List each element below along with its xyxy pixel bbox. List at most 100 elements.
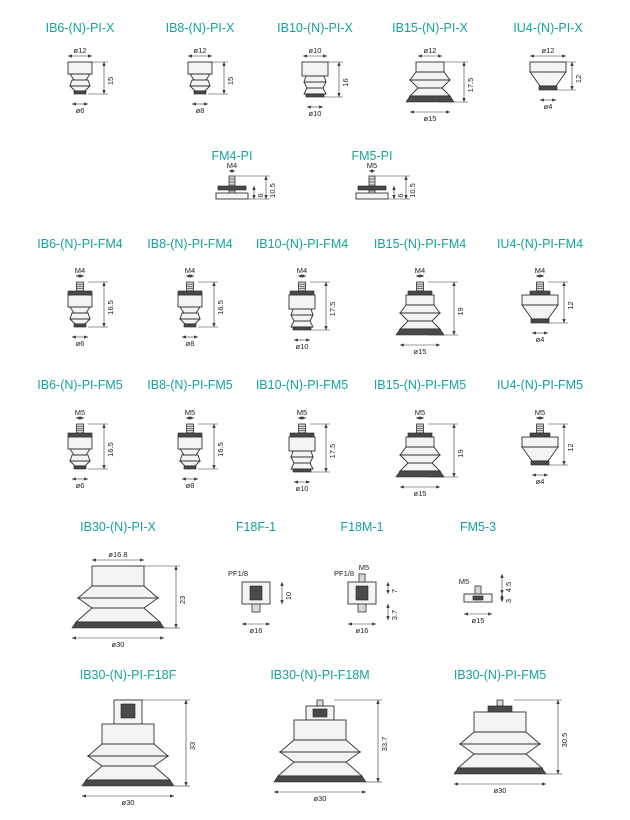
base-flange (355, 192, 389, 200)
bellow-fold (303, 75, 327, 83)
dimension-arrow (84, 335, 88, 339)
bellow-fold (86, 743, 170, 757)
dimension-label: ø8 (186, 481, 195, 490)
bellow-fold (69, 306, 91, 314)
dimension-arrow (306, 338, 310, 342)
dimension-arrow (174, 566, 178, 570)
hex-nut (487, 705, 513, 713)
suction-pad (530, 460, 550, 466)
dimension-arrow (76, 274, 80, 278)
hex-nut (217, 185, 247, 191)
dimension-arrow (438, 54, 442, 58)
bellow-fold (69, 73, 91, 81)
cup-body (415, 61, 445, 73)
dimension-label: ø6 (76, 481, 85, 490)
dimension-arrow (68, 54, 72, 58)
bellow-fold (290, 308, 314, 316)
dimension-label: M4 (535, 266, 545, 275)
dimension-arrow (222, 90, 226, 94)
dimension-arrow (294, 480, 298, 484)
item-title: IU4-(N)-PI-FM4 (497, 237, 583, 251)
bellow-fold (290, 320, 314, 328)
dimension-arrow (562, 54, 566, 58)
dimension-arrow (252, 186, 256, 190)
dimension-arrow (544, 473, 548, 477)
dimension-label: 17.5 (328, 302, 337, 317)
cup-body (293, 719, 347, 741)
dimension-label: M4 (415, 266, 425, 275)
dimension-arrow (570, 86, 574, 90)
dimension-arrow (371, 169, 375, 173)
dimension-label: 10.5 (268, 183, 277, 198)
item-title: IU4-(N)-PI-X (513, 21, 583, 35)
dimension-arrow (337, 93, 341, 97)
dimension-arrow (280, 582, 284, 586)
dimension-arrow (184, 782, 188, 786)
dimension-arrow (80, 274, 84, 278)
dimension-label: M5 (535, 408, 545, 417)
cup-body (177, 436, 203, 450)
nozzle (251, 603, 261, 613)
suction-lip (81, 779, 175, 787)
dimension-arrow (319, 105, 323, 109)
bellow-fold (69, 448, 91, 456)
hex-nut (529, 432, 551, 438)
dimension-arrow (303, 54, 307, 58)
bellow-fold (458, 731, 542, 745)
dimension-label: ø4 (536, 477, 545, 486)
dimension-arrow (208, 54, 212, 58)
suction-lip (395, 470, 445, 478)
bellow-fold (179, 454, 201, 462)
dimension-arrow (324, 326, 328, 330)
item-title: IB8-(N)-PI-FM5 (147, 378, 232, 392)
dimension-label: ø30 (122, 798, 135, 807)
dimension-arrow (264, 195, 268, 199)
bellow-fold (69, 454, 91, 462)
hex-nut (529, 290, 551, 296)
item-title: IB15-(N)-PI-X (392, 21, 468, 35)
dimension-arrow (416, 274, 420, 278)
port-window (312, 708, 328, 718)
dimension-arrow (500, 590, 504, 594)
cup-body (288, 436, 316, 452)
dimension-arrow (540, 416, 544, 420)
dimension-arrow (212, 282, 216, 286)
dimension-arrow (194, 477, 198, 481)
cup-body (405, 436, 435, 448)
hex-nut (67, 432, 93, 438)
dimension-arrow (212, 465, 216, 469)
dimension-label: ø16.8 (108, 550, 127, 559)
dimension-arrow (500, 598, 504, 602)
suction-pad (73, 323, 87, 328)
bellow-fold (86, 755, 170, 767)
dimension-arrow (420, 416, 424, 420)
dimension-label: M5 (297, 408, 307, 417)
cup-body (521, 294, 559, 306)
dimension-arrow (556, 770, 560, 774)
item-title: IB10-(N)-PI-FM4 (256, 237, 348, 251)
dimension-label: ø10 (309, 109, 322, 118)
dimension-arrow (462, 98, 466, 102)
bellow-fold (399, 446, 441, 456)
item-title: IB6-(N)-PI-X (46, 21, 115, 35)
dimension-arrow (192, 102, 196, 106)
dimension-label: 15 (106, 77, 115, 85)
dimension-arrow (140, 558, 144, 562)
cup-body (529, 61, 567, 73)
dimension-arrow (186, 416, 190, 420)
dimension-arrow (190, 274, 194, 278)
dimension-label: ø30 (314, 794, 327, 803)
dimension-arrow (452, 473, 456, 477)
suction-pad (530, 318, 550, 324)
threaded-stud (474, 585, 482, 595)
dimension-label: 19 (456, 307, 465, 315)
cup-body (521, 436, 559, 448)
dimension-arrow (84, 102, 88, 106)
dimension-arrow (552, 98, 556, 102)
